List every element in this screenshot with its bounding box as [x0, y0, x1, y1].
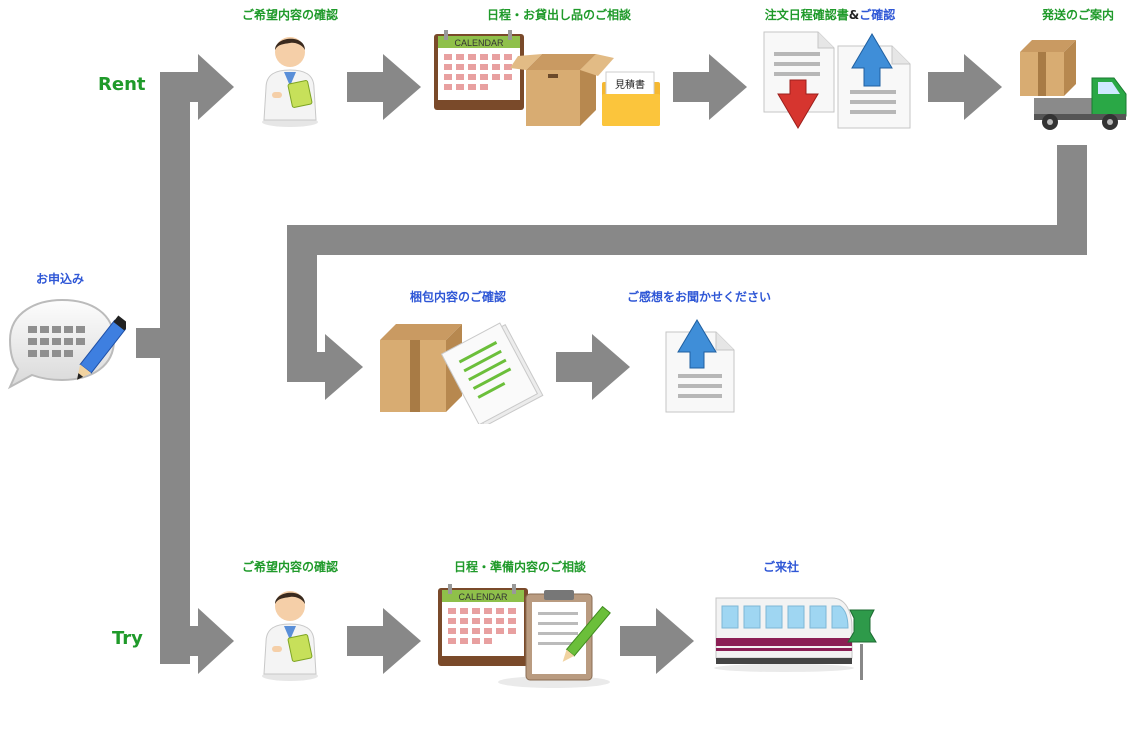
- rent-branch-arrowhead: [198, 54, 234, 120]
- download-upload-documents-icon: [760, 28, 916, 138]
- doctor-reading-icon: [252, 28, 328, 132]
- rent-step-1-label: ご希望内容の確認: [241, 8, 339, 22]
- folder-tag-text: 見積書: [615, 78, 645, 91]
- entry-connector: [136, 328, 162, 358]
- delivery-truck-icon: [1014, 32, 1128, 138]
- upload-document-icon: [660, 316, 740, 420]
- doctor-reading-icon: [252, 582, 328, 686]
- calendar-header-text: CALENDAR: [454, 38, 504, 48]
- return-arrowhead: [325, 334, 363, 400]
- arrow-right: [673, 54, 747, 120]
- rent-step-4-label: 発送のご案内: [1041, 8, 1115, 22]
- entry-label: お申込み: [35, 272, 85, 286]
- return-step-1-label: 梱包内容のご確認: [409, 290, 507, 304]
- return-step-2-label: ご感想をお聞かせください: [626, 290, 772, 304]
- calendar-clipboard-icon: CALENDAR: [434, 582, 614, 696]
- arrow-right: [620, 608, 694, 674]
- rent-step-2-label: 日程・お貸出し品のご相談: [486, 8, 632, 22]
- calendar-header-text: CALENDAR: [458, 592, 508, 602]
- return-shaft: [287, 352, 327, 382]
- arrow-right: [556, 334, 630, 400]
- box-checklist-icon: [376, 312, 546, 428]
- try-step-1-label: ご希望内容の確認: [241, 560, 339, 574]
- train-pin-icon: [712, 588, 882, 688]
- return-horizontal: [287, 225, 1087, 255]
- trunk-vertical: [160, 72, 190, 664]
- arrow-right: [347, 608, 421, 674]
- try-step-2-label: 日程・準備内容のご相談: [453, 560, 587, 574]
- speech-bubble-keyboard-pencil-icon: [2, 292, 130, 400]
- rent-step-3-label: 注文日程確認書&ご確認: [764, 8, 896, 22]
- try-step-3-label: ご来社: [762, 560, 800, 574]
- rent-branch-label: Rent: [98, 74, 146, 95]
- try-branch-arrowhead: [198, 608, 234, 674]
- arrow-right: [928, 54, 1002, 120]
- try-branch-label: Try: [112, 628, 143, 649]
- arrow-right: [347, 54, 421, 120]
- calendar-box-folder-icon: CALENDAR 見積書: [430, 28, 666, 136]
